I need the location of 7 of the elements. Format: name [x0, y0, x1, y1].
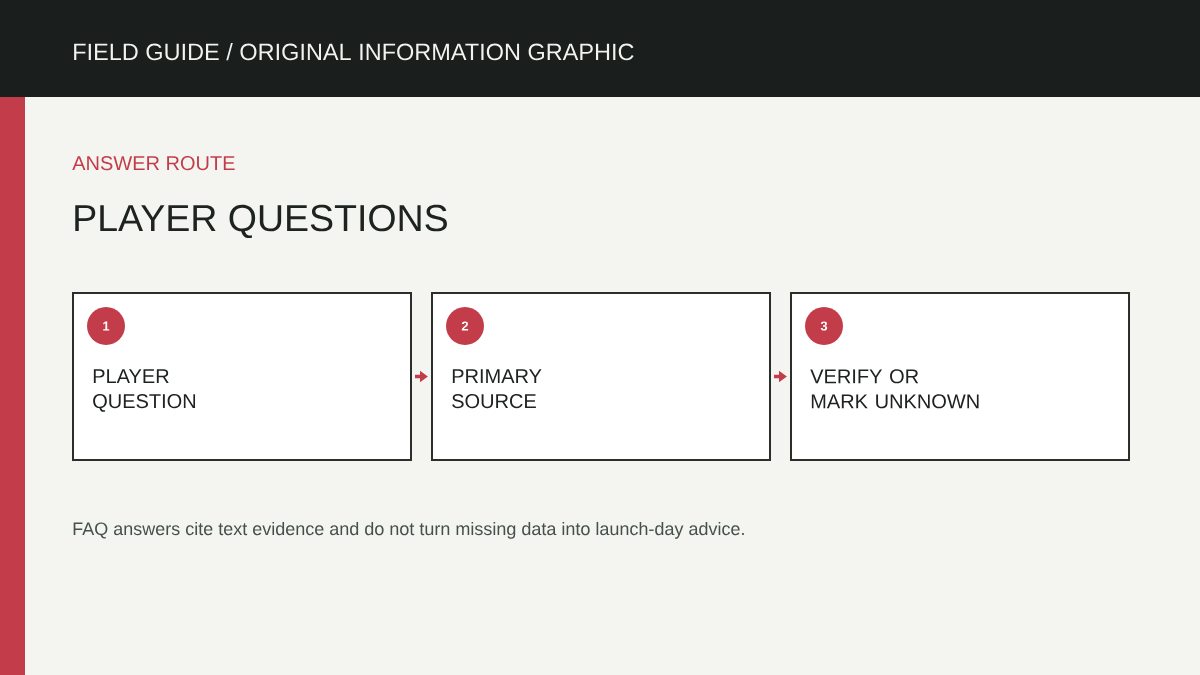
section-label: ANSWER ROUTE [72, 156, 235, 171]
step-number: 3 [805, 307, 843, 345]
caption: FAQ answers cite text evidence and do not turn missing data into launch-day advice. [73, 521, 744, 539]
title: PLAYER QUESTIONS [75, 204, 447, 239]
step-number: 1 [87, 307, 125, 345]
header-text: FIELD GUIDE / ORIGINAL INFORMATION GRAPHIC [74, 43, 634, 61]
step-number: 2 [446, 307, 484, 345]
